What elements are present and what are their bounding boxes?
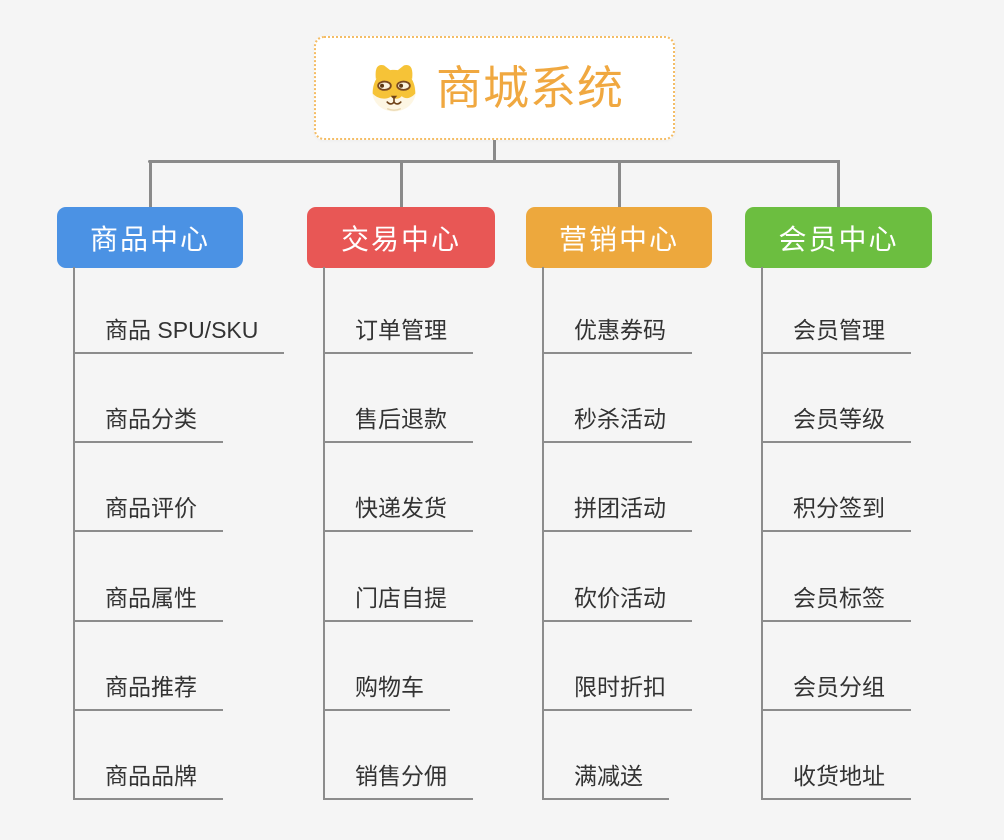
leaf-node[interactable]: 订单管理 — [323, 316, 473, 354]
connector-riser — [617, 160, 621, 208]
leaf-node[interactable]: 限时折扣 — [542, 673, 692, 711]
leaf-node[interactable]: 商品评价 — [73, 494, 223, 532]
leaf-node[interactable]: 购物车 — [323, 673, 450, 711]
leaf-node[interactable]: 拼团活动 — [542, 494, 692, 532]
leaf-node[interactable]: 会员分组 — [761, 673, 911, 711]
leaf-node[interactable]: 商品分类 — [73, 405, 223, 443]
connector-riser — [837, 160, 840, 208]
branch-node[interactable]: 交易中心 — [307, 207, 495, 268]
connector-riser — [148, 160, 152, 208]
leaf-node[interactable]: 秒杀活动 — [542, 405, 692, 443]
dog-face-icon — [365, 59, 423, 117]
leaf-node[interactable]: 会员标签 — [761, 584, 911, 622]
root-title: 商城系统 — [436, 62, 624, 114]
branch-label: 商品中心 — [89, 223, 210, 255]
leaf-node[interactable]: 会员等级 — [761, 405, 911, 443]
leaf-node[interactable]: 砍价活动 — [542, 584, 692, 622]
leaf-node[interactable]: 快递发货 — [323, 494, 473, 532]
leaf-node[interactable]: 满减送 — [542, 762, 669, 800]
leaf-node[interactable]: 销售分佣 — [323, 762, 473, 800]
branch-label: 会员中心 — [778, 223, 899, 255]
connector-riser — [399, 160, 403, 208]
branch-label: 交易中心 — [340, 223, 461, 255]
branch-node[interactable]: 商品中心 — [57, 207, 243, 268]
branch-node[interactable]: 会员中心 — [745, 207, 932, 268]
leaf-node[interactable]: 门店自提 — [323, 584, 473, 622]
leaf-node[interactable]: 会员管理 — [761, 316, 911, 354]
leaf-node[interactable]: 商品属性 — [73, 584, 223, 622]
leaf-node[interactable]: 商品品牌 — [73, 762, 223, 800]
leaf-node[interactable]: 收货地址 — [761, 762, 911, 800]
connector-trunk — [542, 267, 544, 800]
leaf-node[interactable]: 商品 SPU/SKU — [73, 316, 285, 354]
connector-root-stem — [493, 140, 496, 161]
leaf-node[interactable]: 优惠券码 — [542, 316, 692, 354]
connector-trunk — [73, 267, 75, 800]
connector-trunk — [323, 267, 325, 800]
branch-node[interactable]: 营销中心 — [526, 207, 712, 268]
root-node[interactable]: 商城系统 — [314, 36, 675, 140]
connector-trunk — [761, 267, 763, 800]
connector-bus — [148, 160, 840, 163]
leaf-node[interactable]: 积分签到 — [761, 494, 911, 532]
branch-label: 营销中心 — [558, 223, 679, 255]
leaf-node[interactable]: 售后退款 — [323, 405, 473, 443]
leaf-node[interactable]: 商品推荐 — [73, 673, 223, 711]
